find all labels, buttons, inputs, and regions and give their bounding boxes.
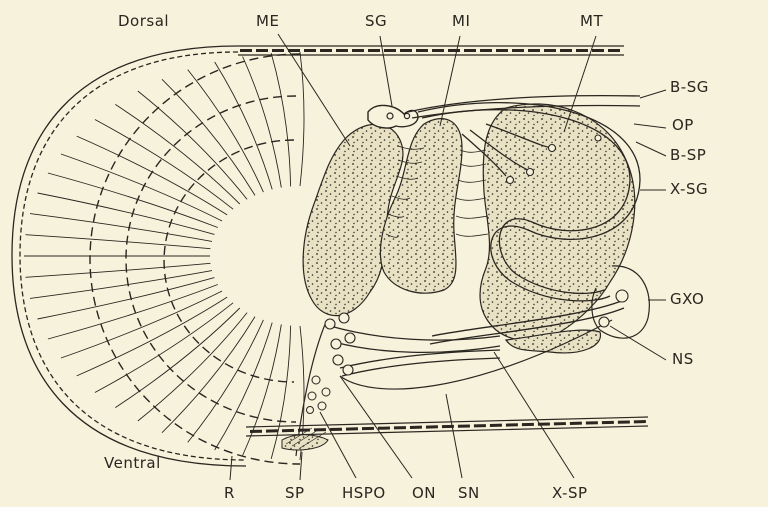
ommatidial-rays bbox=[24, 52, 304, 460]
label-on: ON bbox=[412, 486, 436, 501]
label-hspo: HSPO bbox=[342, 486, 386, 501]
label-r: R bbox=[224, 486, 235, 501]
ommatidial-ray bbox=[61, 154, 222, 221]
label-op: OP bbox=[672, 118, 694, 133]
label-me: ME bbox=[256, 14, 279, 29]
label-sn: SN bbox=[458, 486, 480, 501]
label-mt: MT bbox=[580, 14, 603, 29]
label-b-sg: B-SG bbox=[670, 80, 709, 95]
ommatidial-ray bbox=[271, 53, 290, 186]
label-mi: MI bbox=[452, 14, 470, 29]
label-b-sp: B-SP bbox=[670, 148, 706, 163]
ommatidial-ray bbox=[215, 323, 273, 450]
ommatidial-ray bbox=[77, 297, 228, 376]
ommatidial-ray bbox=[138, 91, 247, 199]
ommatidial-ray bbox=[77, 136, 228, 215]
ommatidial-ray bbox=[115, 104, 240, 204]
ommatidial-ray bbox=[95, 303, 233, 393]
ommatidial-ray bbox=[61, 291, 222, 358]
ommatidial-ray bbox=[26, 235, 211, 249]
hspo-cells bbox=[307, 376, 331, 414]
label-sg: SG bbox=[365, 14, 387, 29]
ommatidial-ray bbox=[243, 57, 282, 188]
ommatidial-ray bbox=[215, 62, 273, 189]
ommatidial-ray bbox=[38, 193, 215, 234]
label-sp: SP bbox=[285, 486, 305, 501]
ventral-label: Ventral bbox=[104, 456, 161, 471]
medulla-terminalis bbox=[480, 104, 635, 341]
ommatidial-ray bbox=[115, 308, 240, 408]
label-ns: NS bbox=[672, 352, 694, 367]
label-gxo: GXO bbox=[670, 292, 704, 307]
label-x-sg: X-SG bbox=[670, 182, 708, 197]
ommatidial-ray bbox=[95, 120, 233, 210]
dorsal-label: Dorsal bbox=[118, 14, 169, 29]
ommatidial-ray bbox=[26, 263, 211, 277]
dashed-arcs bbox=[90, 54, 300, 464]
label-x-sp: X-SP bbox=[552, 486, 588, 501]
ommatidial-ray bbox=[38, 278, 215, 319]
